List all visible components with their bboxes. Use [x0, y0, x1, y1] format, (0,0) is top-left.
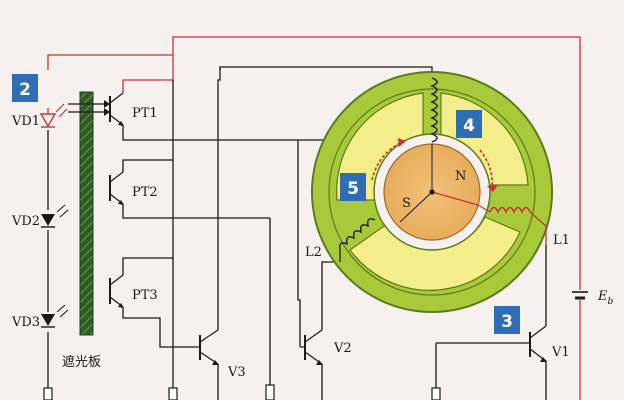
shield-label: 遮光板 [62, 354, 101, 370]
l2-label: L2 [305, 245, 322, 260]
terminal [43, 387, 53, 400]
led-vd2: VD2 [11, 204, 69, 229]
coil-l2 [338, 218, 376, 251]
light-beam [68, 100, 110, 116]
led-vd3: VD3 [11, 304, 69, 330]
badge-3-text: 3 [501, 312, 513, 332]
phototransistor-pt3: PT3 [109, 274, 158, 308]
l1-label: L1 [553, 233, 570, 248]
transistor-v2: V2 [300, 261, 352, 400]
battery-eb: Eb [572, 289, 614, 400]
transistor-v3: V3 [195, 67, 246, 400]
terminal [265, 384, 275, 400]
transistor-v1: V1 [435, 245, 570, 400]
pt3-label: PT3 [132, 288, 158, 303]
vd2-label: VD2 [11, 214, 40, 229]
badge-2-text: 2 [19, 80, 31, 100]
coil-top [430, 77, 438, 143]
vd3-label: VD3 [11, 315, 40, 330]
coil-l1 [489, 206, 531, 214]
badge-4-text: 4 [463, 116, 475, 136]
led-column: VD1 VD2 VD3 [11, 103, 69, 400]
badge-2: 2 [12, 74, 38, 102]
v2-label: V2 [333, 341, 352, 356]
pt2-label: PT2 [132, 185, 158, 200]
light-shield: 遮光板 [62, 91, 101, 370]
terminal [168, 387, 178, 400]
v1-label: V1 [551, 345, 570, 360]
phototransistor-pt2: PT2 [109, 171, 158, 205]
phototransistor-pt1: PT1 [109, 92, 158, 126]
badge-5-text: 5 [347, 179, 359, 199]
battery-label: Eb [597, 289, 614, 307]
pt1-label: PT1 [132, 106, 158, 121]
led-vd1: VD1 [11, 103, 68, 129]
pole-north: N [455, 169, 466, 184]
badge-3: 3 [494, 306, 520, 334]
v3-label: V3 [227, 365, 246, 380]
terminal [431, 387, 441, 400]
badge-5: 5 [340, 173, 366, 201]
vd1-label: VD1 [11, 114, 40, 129]
badge-4: 4 [456, 110, 482, 138]
pole-south: S [402, 196, 411, 211]
